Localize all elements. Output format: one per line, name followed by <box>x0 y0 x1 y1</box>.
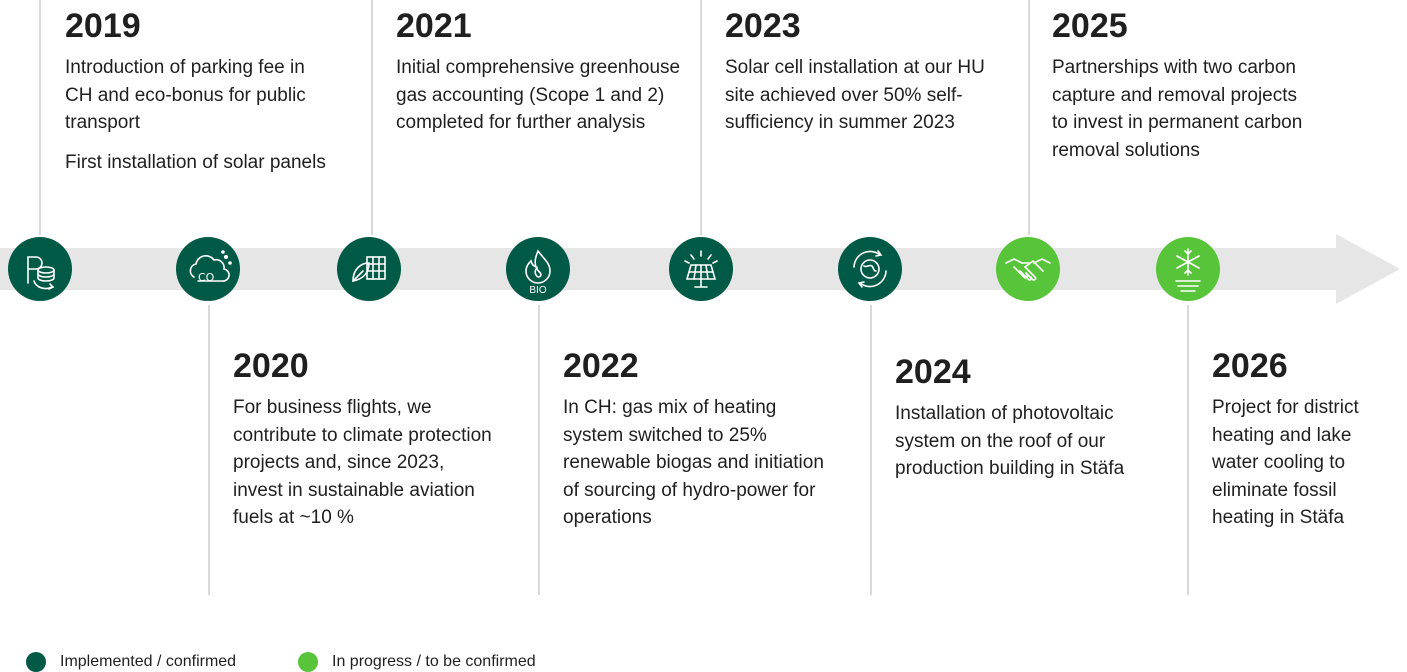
snowflake-water-icon <box>1175 248 1201 292</box>
year-label: 2024 <box>895 353 971 391</box>
timeline-entry-2026: 2026 Project for district heating and la… <box>1212 346 1397 532</box>
milestone-node-2019 <box>8 237 72 301</box>
bio-flame-icon: BIO <box>525 249 551 296</box>
entry-text: Solar cell installation at our HU site a… <box>725 57 985 133</box>
entry-text: First installation of solar panels <box>65 151 326 173</box>
connector-line-2026 <box>1187 305 1189 595</box>
svg-text:CO: CO <box>198 271 215 284</box>
timeline-entry-2020: 2020 For business flights, we contribute… <box>233 346 495 532</box>
year-label: 2023 <box>725 7 801 45</box>
entry-text: In CH: gas mix of heating system switche… <box>563 397 824 528</box>
bio-label: BIO <box>529 285 546 296</box>
milestone-node-2021 <box>337 237 401 301</box>
entry-text: Installation of photovoltaic system on t… <box>895 403 1125 479</box>
entry-text: For business flights, we contribute to c… <box>233 397 492 528</box>
legend-in-progress: In progress / to be confirmed <box>298 652 536 672</box>
entry-text: Project for district heating and lake wa… <box>1212 397 1359 528</box>
timeline-entry-2022: 2022 In CH: gas mix of heating system sw… <box>563 346 835 532</box>
implemented-dot-icon <box>26 652 46 672</box>
leaf-chart-icon <box>352 256 386 282</box>
legend-implemented: Implemented / confirmed <box>26 652 236 672</box>
milestone-node-2026 <box>1156 237 1220 301</box>
connector-line-2025 <box>1028 0 1030 235</box>
handshake-icon <box>1005 258 1051 281</box>
year-label: 2026 <box>1212 347 1288 385</box>
timeline-entry-2025: 2025 Partnerships with two carbon captur… <box>1052 6 1314 164</box>
connector-line-2019 <box>39 0 41 235</box>
timeline-entry-2024: 2024 Installation of photovoltaic system… <box>895 352 1165 483</box>
timeline-entry-2019: 2019 Introduction of parking fee in CH a… <box>65 6 335 176</box>
connector-line-2021 <box>371 0 373 235</box>
year-label: 2020 <box>233 347 309 385</box>
milestone-node-2020: CO <box>176 237 240 301</box>
milestone-node-2024 <box>838 237 902 301</box>
legend-label: In progress / to be confirmed <box>332 653 536 670</box>
connector-line-2020 <box>208 305 210 595</box>
year-label: 2025 <box>1052 7 1128 45</box>
connector-line-2023 <box>700 0 702 235</box>
timeline-entry-2021: 2021 Initial comprehensive greenhouse ga… <box>396 6 686 137</box>
recycle-globe-icon <box>853 250 887 288</box>
entry-text: Initial comprehensive greenhouse gas acc… <box>396 57 681 133</box>
connector-line-2022 <box>538 305 540 595</box>
entry-text: Partnerships with two carbon capture and… <box>1052 57 1303 161</box>
co2-cloud-icon: CO <box>189 250 232 284</box>
legend-label: Implemented / confirmed <box>60 653 237 670</box>
year-label: 2019 <box>65 7 141 45</box>
milestone-node-2023 <box>669 237 733 301</box>
connector-line-2024 <box>870 305 872 595</box>
milestone-node-2025 <box>996 237 1060 301</box>
parking-coins-icon <box>27 256 55 290</box>
year-label: 2021 <box>396 7 472 45</box>
solar-panel-icon <box>684 250 718 288</box>
entry-text: Introduction of parking fee in CH and ec… <box>65 57 306 133</box>
timeline-entry-2023: 2023 Solar cell installation at our HU s… <box>725 6 987 137</box>
milestone-node-2022: BIO <box>506 237 570 301</box>
in-progress-dot-icon <box>298 652 318 672</box>
year-label: 2022 <box>563 347 639 385</box>
